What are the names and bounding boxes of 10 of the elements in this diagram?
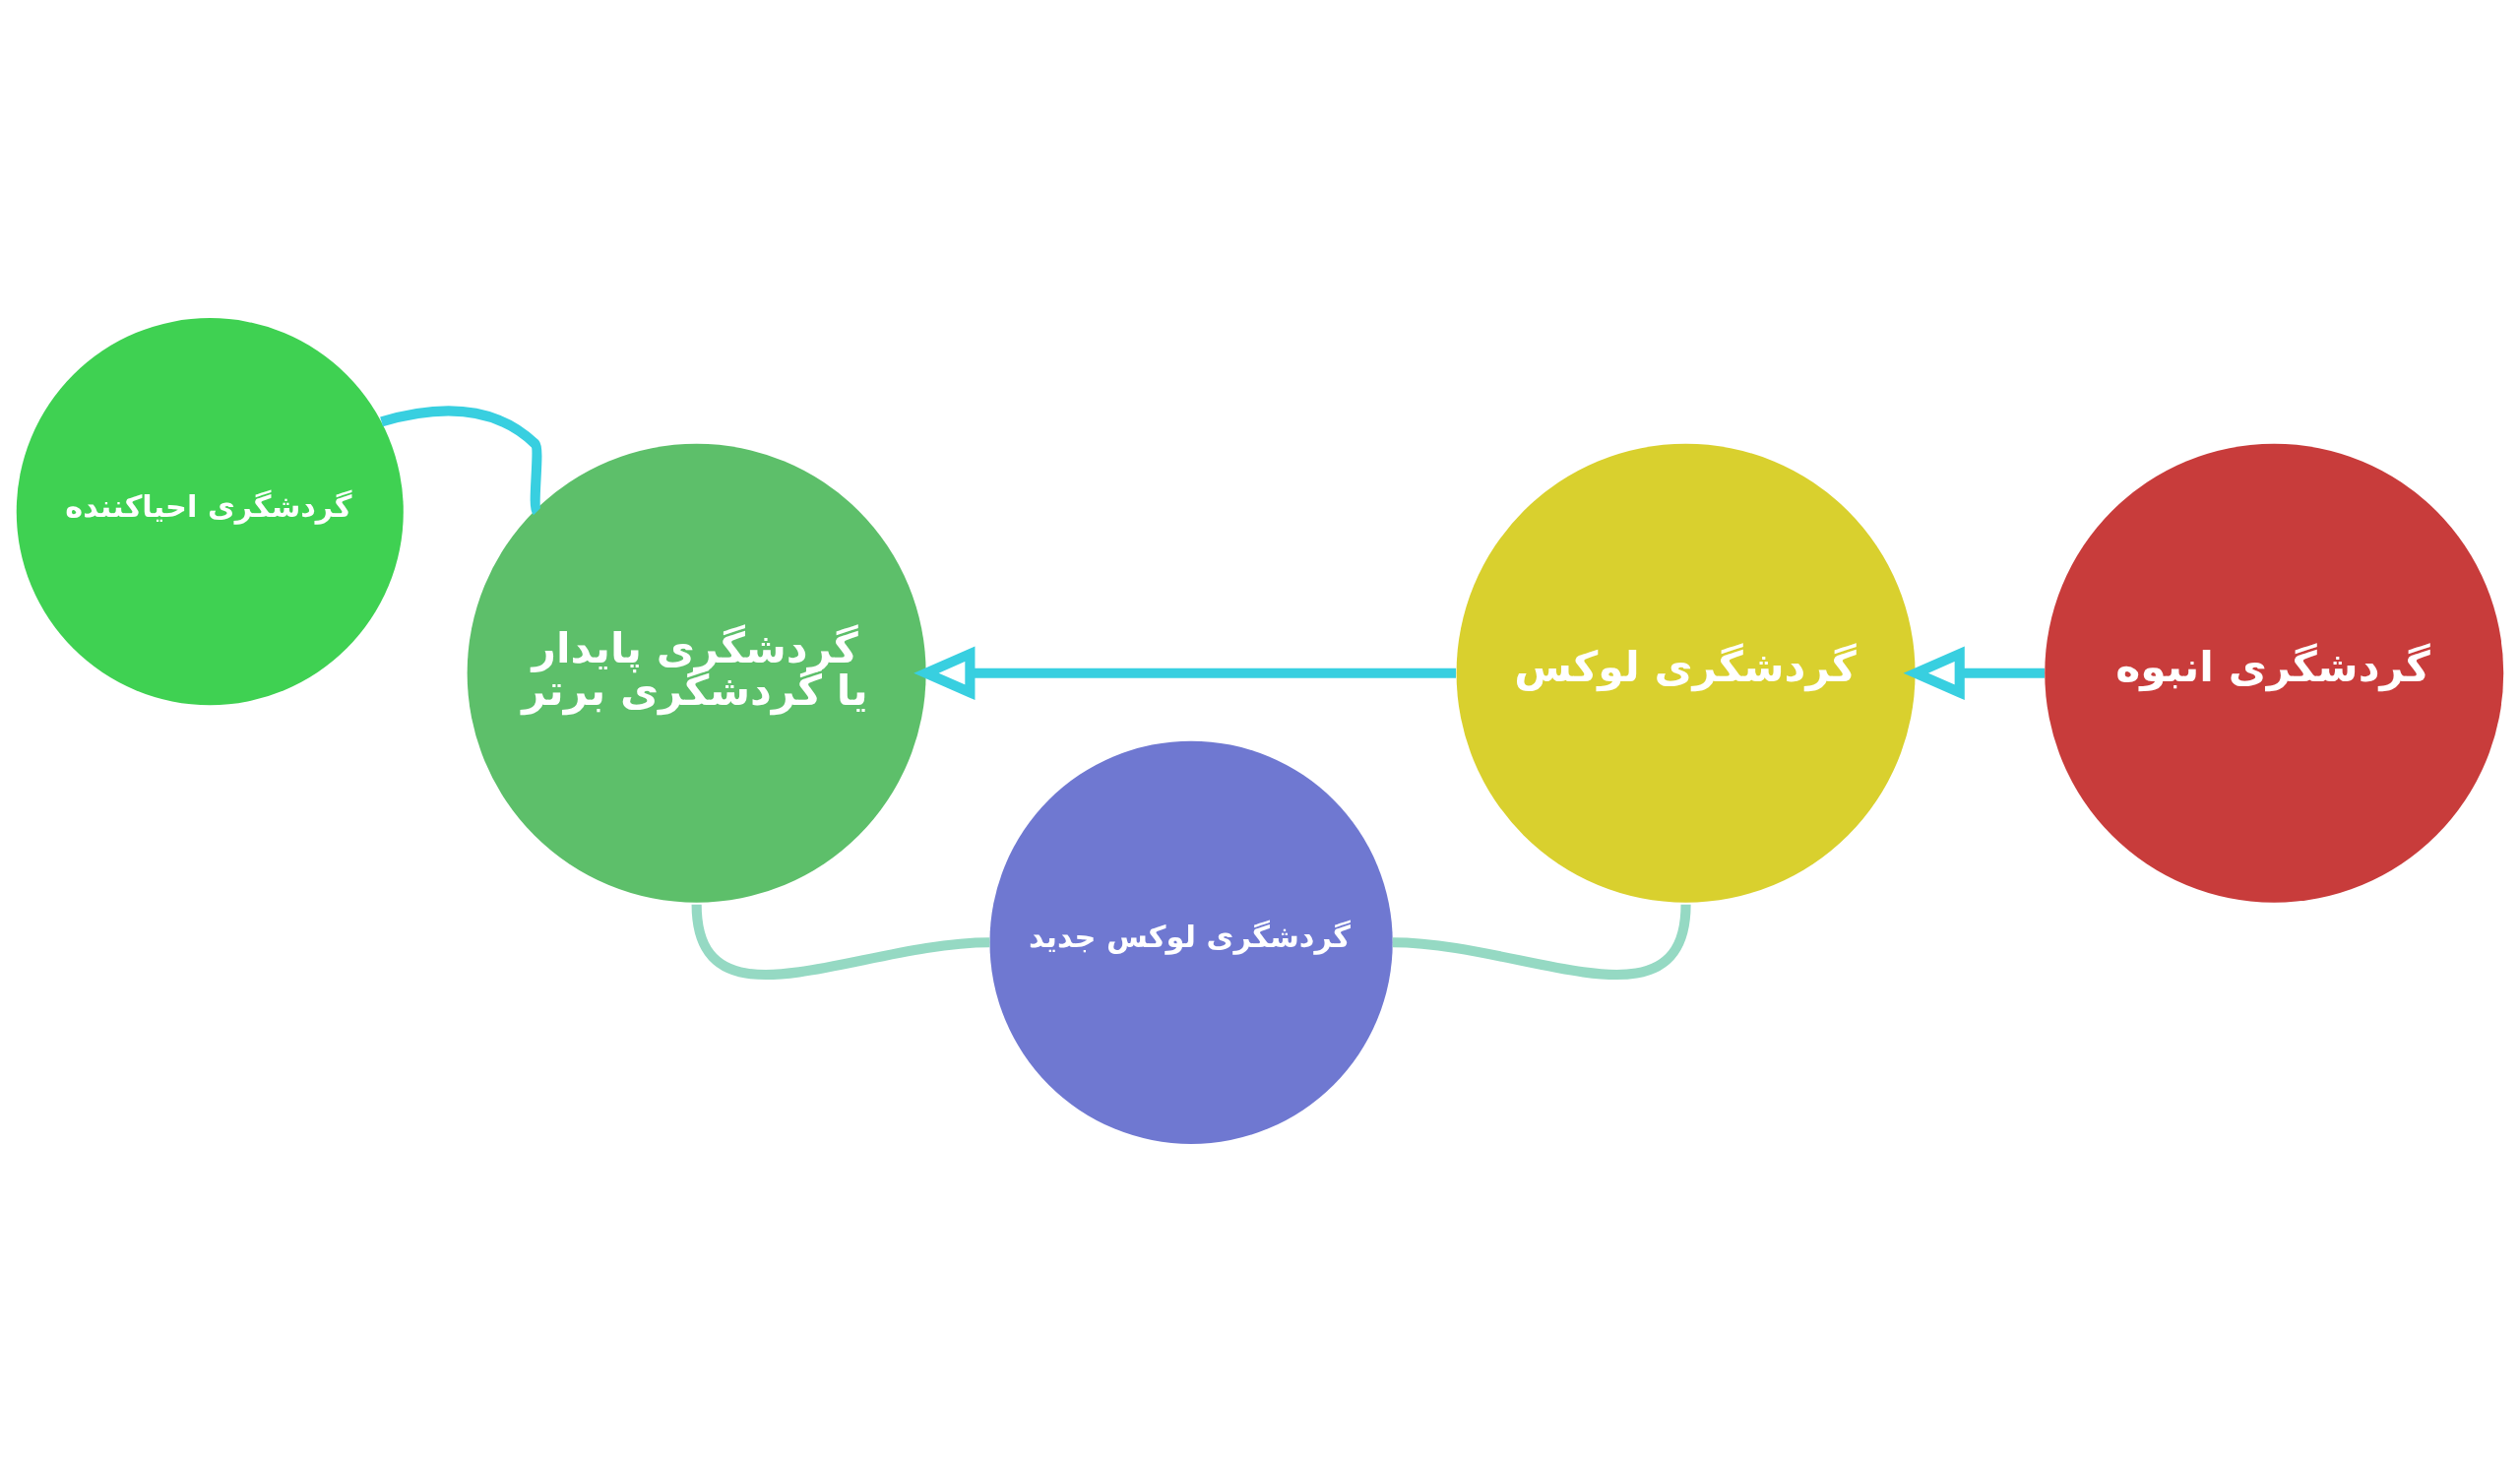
connector [1392,904,1691,981]
arrow [914,646,1457,700]
node-circle: گردشگری لوکس جدید [989,740,1393,1144]
arrow [1903,646,2045,700]
connector [691,904,990,981]
connector [380,406,542,514]
node-circle: گردشگری لوکس [1456,443,1916,903]
node-circle: گردشگری انبوه [2045,443,2504,903]
node-circle: گردشگری پایدار یا گردشگری برتر [467,443,926,903]
node-circle: گردشگری احیاکننده [16,318,404,706]
